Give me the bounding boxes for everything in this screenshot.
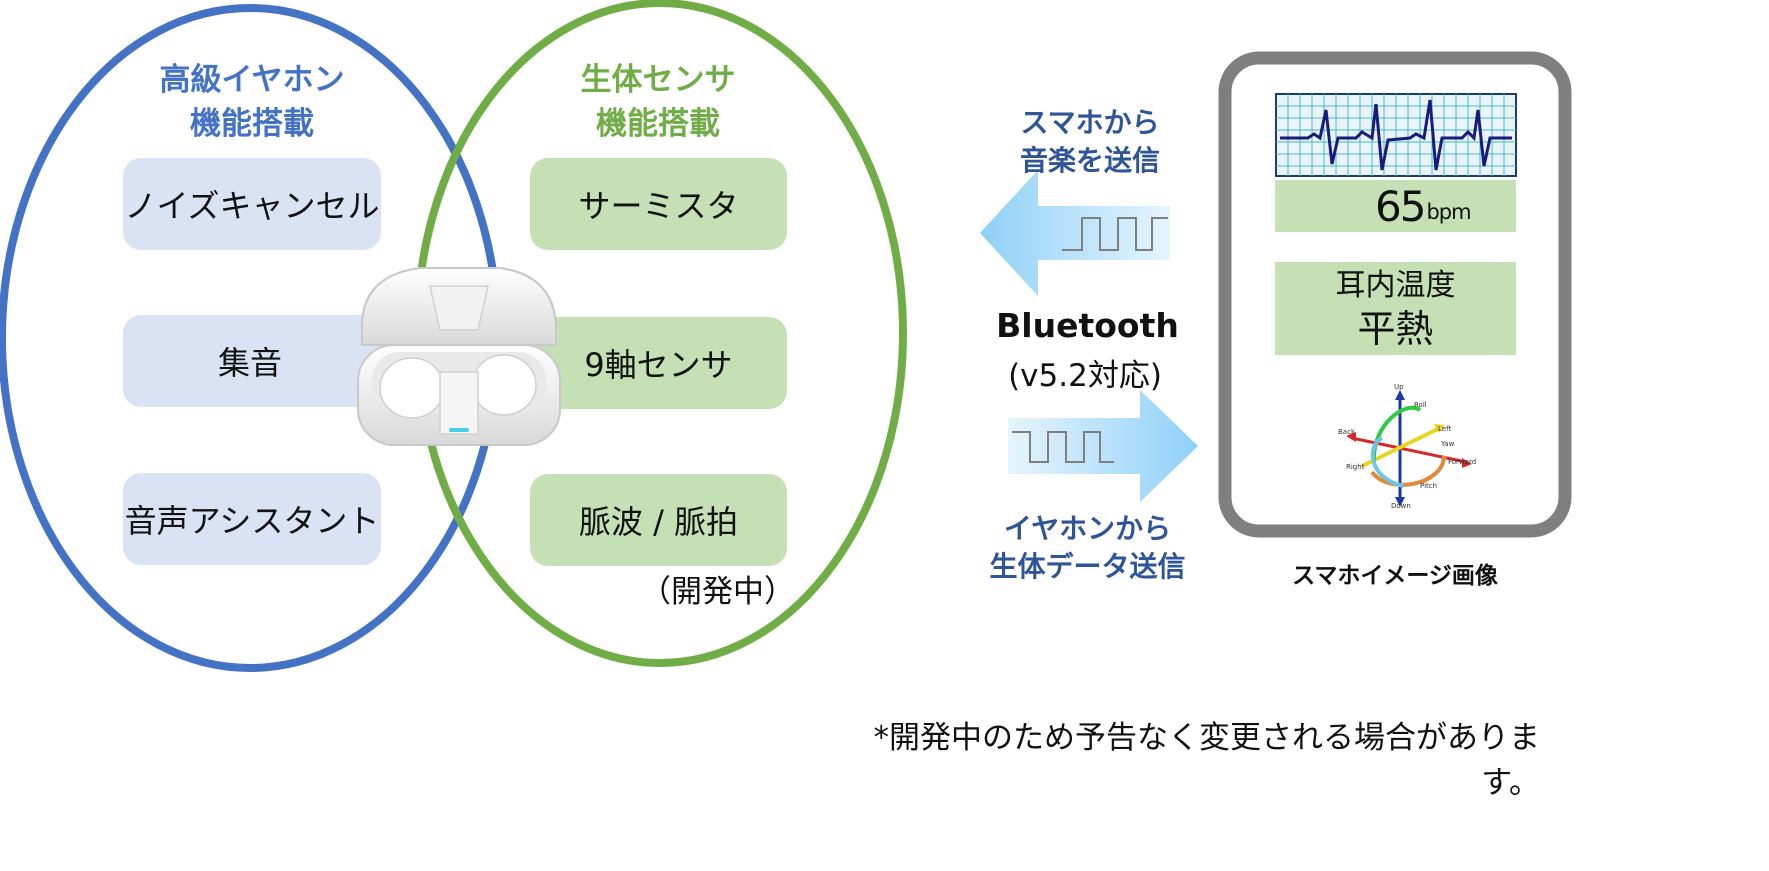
bluetooth-label: Bluetooth [996, 306, 1179, 345]
label-music-line1: スマホから [1020, 106, 1160, 139]
right-title-line2: 機能搭載 [596, 106, 720, 142]
disclaimer-note: *開発中のため予告なく変更される場合があります。 [873, 720, 1541, 801]
in-development-note: （開発中） [640, 574, 795, 610]
left-title-line2: 機能搭載 [190, 106, 314, 142]
motion-axes-diagram [1346, 390, 1472, 507]
axis-forward-label: Forward [1448, 458, 1477, 466]
axis-pitch-label: Pitch [1420, 482, 1438, 490]
phone-caption: スマホイメージ画像 [1292, 563, 1498, 589]
axis-left-label: Left [1438, 425, 1452, 433]
label-biodata-to-phone: イヤホンから 生体データ送信 [975, 510, 1200, 586]
label-biodata-line2: 生体データ送信 [989, 550, 1186, 583]
earbud-case-overlay [357, 267, 561, 446]
feature-voice-assistant: 音声アシスタント [123, 473, 381, 565]
ear-temp-value: 平熱 [1357, 306, 1434, 351]
label-music-line2: 音楽を送信 [1019, 144, 1160, 177]
right-title-line1: 生体センサ [580, 62, 736, 98]
bluetooth-version: (v5.2対応) [1008, 358, 1162, 394]
ecg-graph [1275, 93, 1517, 177]
arrow-to-phone [1008, 390, 1198, 502]
axis-back-label: Back [1338, 428, 1355, 436]
axis-right-label: Right [1346, 463, 1365, 471]
arrow-to-earphone [980, 170, 1170, 296]
axis-roll-label: Roll [1414, 401, 1427, 409]
axis-yaw-label: Yaw [1441, 440, 1455, 448]
axis-up-label: Up [1394, 383, 1404, 391]
feature-noise-cancel: ノイズキャンセル [123, 158, 381, 250]
feature-9axis-sensor: 9軸センサ [530, 317, 787, 409]
feature-pulse-wave: 脈波 / 脈拍 [530, 474, 787, 566]
label-biodata-line1: イヤホンから [1003, 512, 1172, 545]
axis-down-label: Down [1391, 502, 1411, 510]
left-circle-title: 高級イヤホン 機能搭載 [120, 58, 384, 146]
label-music-to-earphone: スマホから 音楽を送信 [990, 104, 1190, 180]
ear-temp-label: 耳内温度 [1335, 267, 1456, 303]
heart-rate-panel: 65 bpm [1275, 180, 1516, 232]
feature-sound-collection: 集音 [123, 315, 381, 407]
right-circle-title: 生体センサ 機能搭載 [528, 58, 788, 146]
heart-rate-value: 65 [1375, 181, 1426, 231]
heart-rate-unit: bpm [1426, 200, 1471, 224]
left-title-line1: 高級イヤホン [159, 62, 345, 98]
ear-temperature-panel: 耳内温度 平熱 [1275, 262, 1516, 355]
feature-thermistor: サーミスタ [530, 158, 787, 250]
